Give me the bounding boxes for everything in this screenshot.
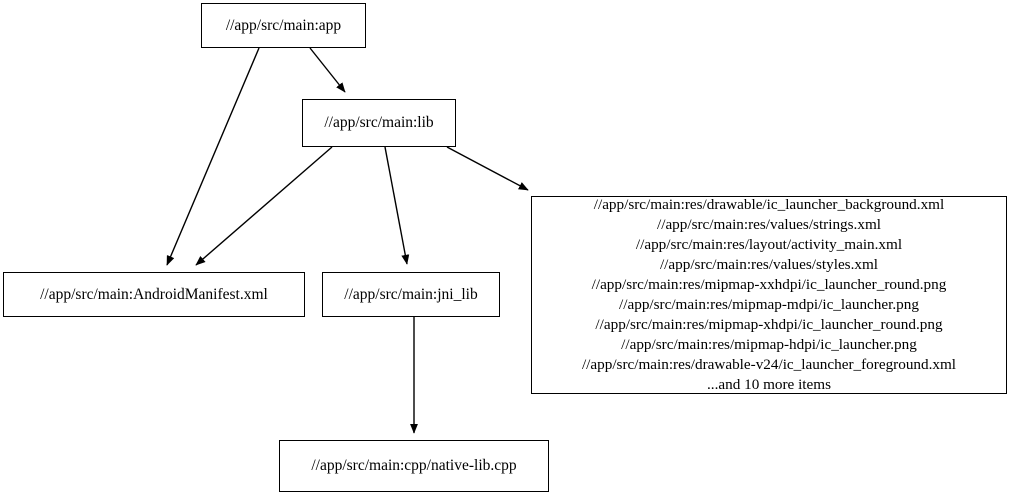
graph-node-lib[interactable]: //app/src/main:lib [302,99,456,147]
edge-lib-to-jni-lib [384,146,410,265]
edge-app-to-lib [309,47,346,93]
graph-node-res-files[interactable]: //app/src/main:res/drawable/ic_launcher_… [531,196,1007,394]
graph-node-native-lib-cpp[interactable]: //app/src/main:cpp/native-lib.cpp [279,440,549,492]
graph-node-app[interactable]: //app/src/main:app [201,3,366,48]
edge-lib-to-res [446,146,529,191]
graph-node-jni-lib[interactable]: //app/src/main:jni_lib [322,272,500,317]
edge-app-to-manifest [166,47,260,266]
edge-lib-to-manifest [195,146,333,266]
graph-node-android-manifest-xml[interactable]: //app/src/main:AndroidManifest.xml [3,272,305,317]
